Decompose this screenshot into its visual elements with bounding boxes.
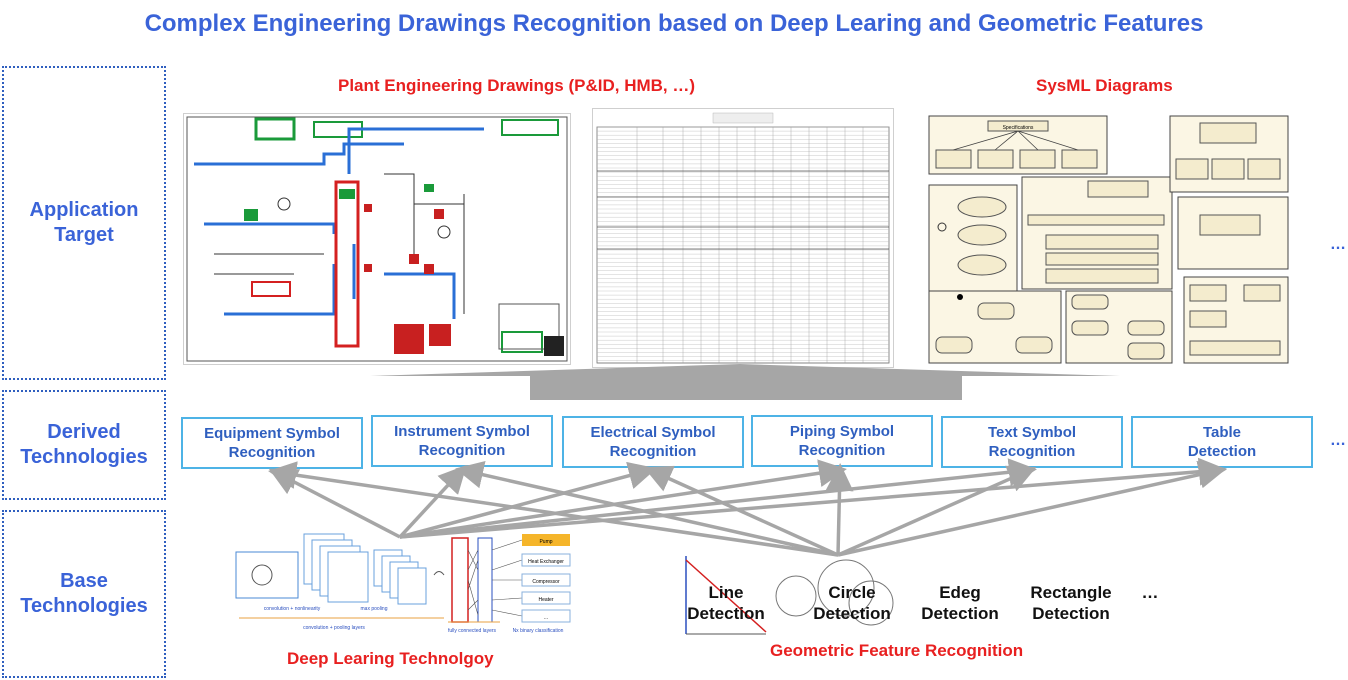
circle-detection-label: Circle Detection [813, 583, 891, 623]
cnn-output-4: ... [544, 615, 548, 621]
sysml-diagrams-image: Specifications [928, 115, 1294, 365]
cnn-output-0: Pump [539, 539, 552, 545]
svg-text:Specifications: Specifications [1003, 125, 1034, 131]
cnn-diagram-image: Pump Heat Exchanger Compressor Heater ..… [234, 530, 574, 640]
deep-learning-label: Deep Learing Technolgoy [287, 649, 494, 668]
cnn-caption-4: Nx binary classification [513, 628, 564, 634]
cnn-caption-0: convolution + nonlinearity [264, 606, 321, 612]
equipment-symbol-recognition-box: Equipment Symbol Recognition [181, 417, 363, 469]
hmb-table-image [592, 108, 894, 368]
table-detection-box: Table Detection [1131, 416, 1313, 468]
pid-drawing-image [183, 113, 571, 365]
piping-symbol-recognition-box: Piping Symbol Recognition [751, 415, 933, 467]
cnn-output-1: Heat Exchanger [528, 559, 564, 565]
cnn-output-2: Compressor [532, 579, 560, 585]
line-detection-label: Line Detection [687, 583, 765, 623]
base-more-ellipsis: … [1141, 583, 1159, 602]
sysml-diagrams-label: SysML Diagrams [1036, 76, 1173, 95]
cnn-output-3: Heater [538, 597, 553, 603]
layer-derived-technologies: Derived Technologies [2, 390, 166, 500]
cnn-caption-3: fully connected layers [448, 628, 497, 634]
funnel-arrow [370, 364, 1120, 400]
plant-drawings-label: Plant Engineering Drawings (P&ID, HMB, …… [338, 76, 696, 95]
cnn-caption-2: convolution + pooling layers [303, 625, 365, 631]
layer-application-target: Application Target [2, 66, 166, 380]
page-title: Complex Engineering Drawings Recognition… [144, 10, 1204, 37]
text-symbol-recognition-box: Text Symbol Recognition [941, 416, 1123, 468]
cnn-caption-1: max pooling [361, 606, 388, 612]
instrument-symbol-recognition-box: Instrument Symbol Recognition [371, 415, 553, 467]
derived-more-ellipsis: … [1330, 432, 1346, 449]
geometry-diagram-image [676, 548, 926, 640]
layer-base-technologies: Base Technologies [2, 510, 166, 678]
edge-detection-label: Edeg Detection [921, 583, 999, 623]
electrical-symbol-recognition-box: Electrical Symbol Recognition [562, 416, 744, 468]
geometric-feature-label: Geometric Feature Recognition [770, 641, 1024, 660]
rectangle-detection-label: Rectangle Detection [1030, 583, 1112, 623]
application-more-ellipsis: … [1330, 236, 1346, 253]
